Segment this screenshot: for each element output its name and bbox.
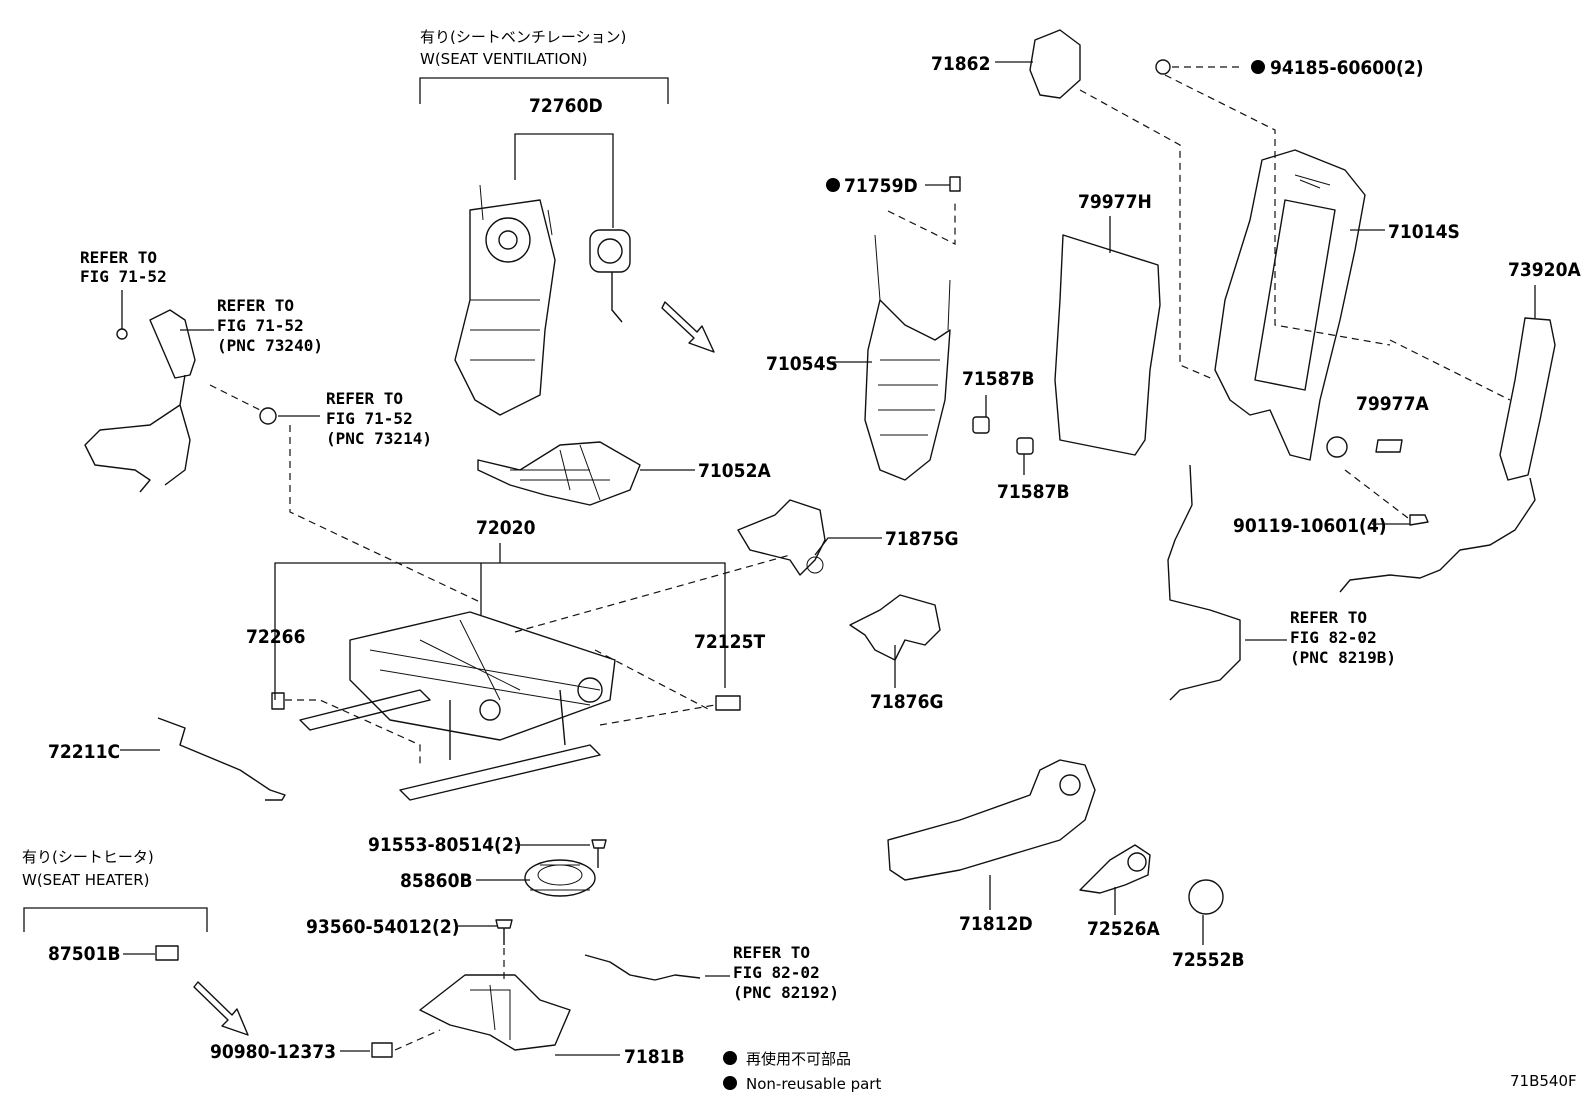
part-label-73920A: 73920A	[1508, 259, 1581, 281]
ref4-line3: (PNC 8219B)	[1290, 648, 1396, 667]
figure-code: 71B540F	[1510, 1072, 1577, 1090]
ventilation-variant-jp: 有り(シートベンチレーション)	[420, 28, 626, 46]
clip-71587B-a	[972, 416, 990, 434]
part-72266-drawing	[271, 692, 285, 710]
part-label-72760D: 72760D	[529, 95, 603, 117]
part-label-71014S: 71014S	[1388, 221, 1460, 243]
heater-variant-en: W(SEAT HEATER)	[22, 871, 149, 889]
nonreusable-dot-71759D	[826, 178, 840, 192]
connector-90980-drawing	[371, 1042, 393, 1058]
part-label-72266: 72266	[246, 626, 305, 648]
ventilation-bracket	[419, 77, 669, 104]
clip-71587B-b	[1016, 437, 1034, 455]
legend-en: Non-reusable part	[746, 1075, 881, 1093]
part-label-72526A: 72526A	[1087, 918, 1160, 940]
part-label-72020: 72020	[476, 517, 536, 539]
part-label-71812D: 71812D	[959, 913, 1033, 935]
part-label-94185: 94185-60600(2)	[1270, 57, 1424, 79]
part-label-79977A: 79977A	[1356, 393, 1429, 415]
ref2-line1: REFER TO	[217, 296, 294, 315]
part-72125T-drawing	[715, 695, 741, 711]
ventilation-variant-en: W(SEAT VENTILATION)	[420, 50, 588, 68]
ref2-line3: (PNC 73240)	[217, 336, 323, 355]
bolt-93560-drawing	[495, 919, 513, 945]
part-label-71875G: 71875G	[885, 528, 959, 550]
part-label-72552B: 72552B	[1172, 949, 1245, 971]
ref5-line2: FIG 82-02	[733, 963, 820, 982]
airbag-harness	[1339, 477, 1536, 593]
part-label-90980: 90980-12373	[210, 1041, 336, 1063]
knob-72526A-drawing	[1079, 844, 1151, 894]
part-87501B-drawing	[155, 945, 179, 961]
direction-arrow-heater	[193, 981, 249, 1036]
motor-85860B-drawing	[524, 859, 596, 897]
part-79977A-drawing	[1375, 439, 1403, 453]
legend-dot-en	[723, 1076, 737, 1090]
part-label-7181B: 7181B	[624, 1046, 685, 1068]
ref4-line2: FIG 82-02	[1290, 628, 1377, 647]
part-label-93560: 93560-54012(2)	[306, 916, 460, 938]
part-label-91553: 91553-80514(2)	[368, 834, 522, 856]
part-71876G-drawing	[849, 594, 941, 661]
ref3-line3: (PNC 73214)	[326, 429, 432, 448]
leader-72020	[274, 543, 726, 700]
heater-bracket	[23, 907, 208, 932]
legend-jp: 再使用不可部品	[746, 1050, 851, 1068]
ref1-line1: REFER TO	[80, 248, 157, 267]
seat-ventilation-parts	[454, 184, 631, 416]
part-label-71052A: 71052A	[698, 460, 771, 482]
cap-72552B-drawing	[1188, 879, 1224, 915]
part-71052A-drawing	[477, 441, 641, 506]
leader-72760D	[514, 133, 614, 228]
part-72211C-drawing	[157, 717, 286, 801]
part-label-71876G: 71876G	[870, 691, 944, 713]
direction-arrow-ventilation	[661, 301, 715, 353]
pad-79977H-drawing	[1054, 234, 1161, 456]
bolt-91553-drawing	[591, 839, 607, 868]
part-label-71587B-a: 71587B	[962, 368, 1035, 390]
part-71875G-drawing	[737, 499, 826, 576]
bolt-90119-drawing	[1409, 514, 1429, 526]
connector-ref1	[116, 328, 128, 340]
nonreusable-dot-94185	[1251, 60, 1265, 74]
part-label-87501B: 87501B	[48, 943, 121, 965]
ref1-line2: FIG 71-52	[80, 267, 167, 286]
part-label-79977H: 79977H	[1078, 191, 1152, 213]
nut-94185-drawing	[1155, 59, 1171, 75]
seat-cushion-frame	[299, 611, 616, 801]
legend-dot-jp	[723, 1051, 737, 1065]
ventilation-fan-drawing	[589, 229, 631, 273]
ref3-line2: FIG 71-52	[326, 409, 413, 428]
lower-harness-drawing	[584, 954, 701, 981]
seatback-harness	[1167, 464, 1241, 701]
ref5-line1: REFER TO	[733, 943, 810, 962]
ref2-line2: FIG 71-52	[217, 316, 304, 335]
bolt-ref3	[259, 407, 277, 425]
part-71862-drawing	[1029, 29, 1081, 99]
side-airbag-drawing	[1499, 317, 1556, 481]
part-label-90119: 90119-10601(4)	[1233, 515, 1387, 537]
part-label-85860B: 85860B	[400, 870, 473, 892]
part-label-72211C: 72211C	[48, 741, 120, 763]
lower-cover-7181B-drawing	[419, 974, 571, 1051]
ref4-line1: REFER TO	[1290, 608, 1367, 627]
seat-switch-harness	[84, 309, 196, 493]
seatback-panel-drawing	[864, 234, 951, 481]
part-label-72125T: 72125T	[694, 631, 765, 653]
part-label-71759D: 71759D	[844, 175, 918, 197]
cushion-cover-drawing	[887, 759, 1096, 881]
ref3-line1: REFER TO	[326, 389, 403, 408]
ventilation-fan-frame-drawing	[454, 199, 556, 416]
heater-variant-jp: 有り(シートヒータ)	[22, 848, 154, 866]
part-label-71587B-b: 71587B	[997, 481, 1070, 503]
seatback-frame-drawing	[1214, 149, 1366, 461]
part-label-71054S: 71054S	[766, 353, 838, 375]
part-71759D-drawing	[949, 176, 961, 192]
part-label-71862: 71862	[931, 53, 990, 75]
ref5-line3: (PNC 82192)	[733, 983, 839, 1002]
